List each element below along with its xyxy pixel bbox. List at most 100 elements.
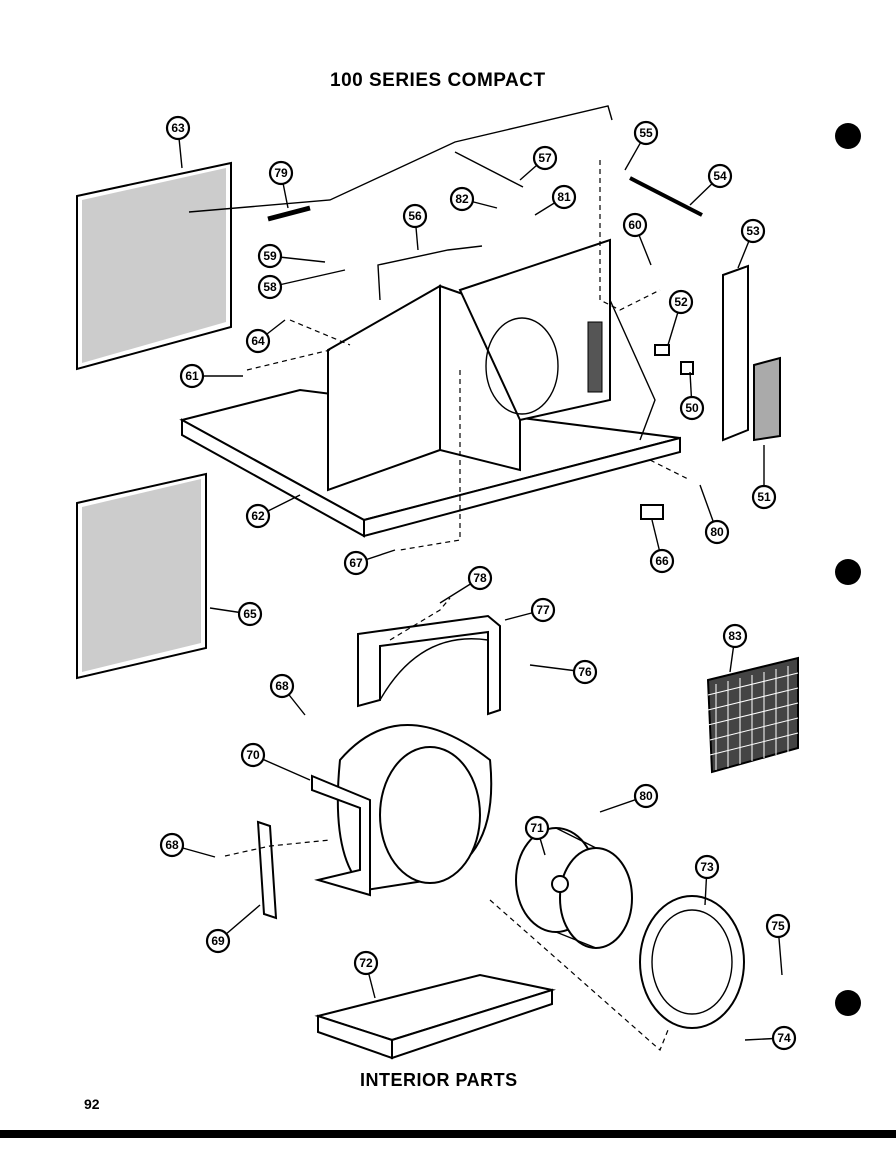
callout-circle <box>551 184 577 210</box>
callout-label: 74 <box>777 1031 791 1045</box>
callout-label: 79 <box>274 166 288 180</box>
callout-circle <box>679 395 705 421</box>
base-tray-62 <box>179 388 681 538</box>
callout-label: 72 <box>359 956 373 970</box>
callout-circle <box>449 186 475 212</box>
callout-75: 75 <box>765 913 791 976</box>
callout-label: 52 <box>674 295 688 309</box>
callout-circle <box>765 913 791 939</box>
callout-label: 63 <box>171 121 185 135</box>
blower-housing-70 <box>311 724 493 897</box>
page-title: 100 SERIES COMPACT <box>330 70 546 91</box>
callout-71: 71 <box>524 815 550 856</box>
callout-79: 79 <box>268 160 294 209</box>
callout-82: 82 <box>449 186 498 212</box>
callout-label: 71 <box>530 821 544 835</box>
callout-circle <box>751 484 777 510</box>
callout-circle <box>771 1025 797 1051</box>
filter-panel-lower <box>76 472 207 680</box>
callout-label: 77 <box>536 603 550 617</box>
callout-74: 74 <box>744 1025 797 1051</box>
callout-68: 68 <box>269 673 306 716</box>
callout-80: 80 <box>699 484 730 545</box>
filter-panel-upper <box>76 161 232 371</box>
callout-circle <box>353 950 379 976</box>
callout-56: 56 <box>402 203 428 251</box>
callout-label: 65 <box>243 607 257 621</box>
callout-73: 73 <box>694 854 720 906</box>
callout-circle <box>269 673 295 699</box>
callout-circle <box>722 623 748 649</box>
callout-label: 68 <box>165 838 179 852</box>
callout-76: 76 <box>529 659 598 685</box>
callout-label: 70 <box>246 748 260 762</box>
callout-label: 56 <box>408 209 422 223</box>
base-plate-72 <box>314 973 556 1060</box>
callout-circle <box>237 601 263 627</box>
callout-label: 55 <box>639 126 653 140</box>
tube-56 <box>377 245 483 301</box>
callout-circle <box>467 565 493 591</box>
callout-label: 57 <box>538 151 552 165</box>
callout-circle <box>633 783 659 809</box>
pad-51 <box>753 356 781 442</box>
callout-label: 51 <box>757 490 771 504</box>
callout-70: 70 <box>240 742 311 781</box>
assembly-line <box>489 899 669 1052</box>
callout-label: 53 <box>746 224 760 238</box>
callout-circle <box>257 274 283 300</box>
side-bracket-53 <box>722 264 749 442</box>
callout-59: 59 <box>257 243 326 269</box>
section-title: INTERIOR PARTS <box>360 1070 518 1090</box>
callout-label: 75 <box>771 919 785 933</box>
callout-circle <box>622 212 648 238</box>
callout-circle <box>633 120 659 146</box>
callout-label: 78 <box>473 571 487 585</box>
callout-circle <box>694 854 720 880</box>
callout-label: 82 <box>455 192 469 206</box>
callout-52: 52 <box>667 289 694 346</box>
callout-62: 62 <box>245 494 301 529</box>
top-rail-57 <box>188 105 613 213</box>
callout-label: 66 <box>655 554 669 568</box>
brace-57 <box>454 151 524 188</box>
callout-50: 50 <box>679 371 705 421</box>
callout-label: 67 <box>349 556 363 570</box>
callout-83: 83 <box>722 623 748 673</box>
callout-label: 60 <box>628 218 642 232</box>
blower-wheel-71 <box>515 827 633 949</box>
callout-label: 73 <box>700 860 714 874</box>
callout-label: 58 <box>263 280 277 294</box>
callout-69: 69 <box>205 904 261 954</box>
callout-circle <box>257 243 283 269</box>
callout-circle <box>524 815 550 841</box>
callout-circle <box>240 742 266 768</box>
blower-plate-77 <box>357 614 501 716</box>
partition-assembly <box>327 238 656 492</box>
orifice-ring-73 <box>639 895 745 1029</box>
callout-57: 57 <box>519 145 558 181</box>
callout-circle <box>268 160 294 186</box>
mesh-grille-83 <box>706 656 799 774</box>
callout-circle <box>343 550 369 576</box>
callout-circle <box>402 203 428 229</box>
callout-circle <box>179 363 205 389</box>
callout-circle <box>572 659 598 685</box>
strip-69 <box>256 820 278 920</box>
callout-label: 50 <box>685 401 699 415</box>
callout-circle <box>245 328 271 354</box>
callout-58: 58 <box>257 269 346 300</box>
callout-circle <box>668 289 694 315</box>
rod-79 <box>267 205 311 222</box>
callout-leader <box>269 269 346 288</box>
callout-label: 83 <box>728 629 742 643</box>
rod-54 <box>629 176 703 217</box>
callout-label: 76 <box>578 665 592 679</box>
callout-label: 54 <box>713 169 727 183</box>
callout-60: 60 <box>622 212 652 266</box>
callout-51: 51 <box>751 445 777 510</box>
callout-68: 68 <box>159 832 216 858</box>
callout-circle <box>530 597 556 623</box>
